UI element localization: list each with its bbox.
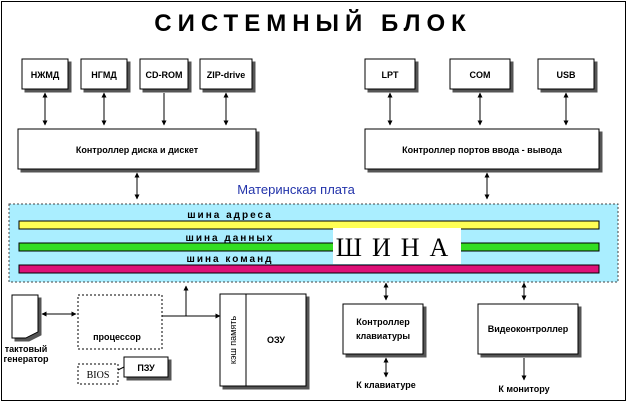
link-bios-rom: [117, 366, 125, 371]
bios-box: [77, 363, 119, 385]
disk-controller-label: Контроллер диска и дискет: [76, 145, 199, 155]
device-label-cdrom: CD-ROM: [146, 70, 183, 80]
command-bus-line: [18, 264, 600, 274]
address-bus-line: [18, 220, 600, 230]
bus-big-label-bg: [333, 228, 461, 264]
port-box-com: COM: [449, 58, 511, 90]
device-box-fdd: НГМД: [80, 58, 128, 90]
device-box-zip: ZIP-drive: [199, 58, 253, 90]
video-controller-box: Видеоконтроллер: [477, 303, 579, 355]
ram-block: [219, 293, 307, 387]
data-bus-line: [18, 242, 600, 252]
processor-label: процессор: [93, 332, 141, 342]
disk-controller-box: Контроллер диска и дискет: [17, 128, 257, 170]
port-label-usb: USB: [556, 70, 576, 80]
port-box-lpt: LPT: [364, 58, 416, 90]
port-label-lpt: LPT: [382, 70, 400, 80]
motherboard-label: Материнская плата: [237, 182, 355, 197]
to-monitor-label: К монитору: [498, 384, 549, 394]
processor-box: [77, 294, 163, 350]
command-bus-label: шина команд: [187, 254, 274, 265]
keyboard-controller-label-1: Контроллер: [356, 317, 410, 327]
ram-label: ОЗУ: [267, 335, 285, 345]
rom-label: ПЗУ: [137, 363, 155, 373]
keyboard-controller-label-2: клавиатуры: [356, 331, 410, 341]
diagram-title: СИСТЕМНЫЙ БЛОК: [154, 9, 472, 37]
data-bus-label: шина данных: [186, 233, 275, 244]
bus-big-label: ШИНА: [336, 233, 459, 262]
device-label-hdd: НЖМД: [31, 70, 60, 80]
cache-label: кэш память: [228, 316, 238, 364]
device-label-zip: ZIP-drive: [207, 70, 246, 80]
address-bus-label: шина адреса: [187, 210, 273, 221]
device-box-cdrom: CD-ROM: [139, 58, 189, 90]
port-label-com: COM: [470, 70, 491, 80]
port-controller-label: Контроллер портов ввода - вывода: [402, 145, 563, 155]
device-box-hdd: НЖМД: [21, 58, 69, 90]
video-controller-label: Видеоконтроллер: [488, 324, 569, 334]
clock-generator-label-2: генератор: [4, 354, 49, 364]
to-keyboard-label: К клавиатуре: [356, 380, 415, 390]
clock-generator-shape: [11, 294, 39, 339]
bios-label: BIOS: [87, 370, 110, 381]
device-label-fdd: НГМД: [91, 70, 117, 80]
keyboard-controller-box: Контроллер клавиатуры: [342, 303, 424, 355]
clock-generator-label-1: тактовый: [5, 344, 47, 354]
port-controller-box: Контроллер портов ввода - вывода: [364, 128, 600, 170]
port-box-usb: USB: [537, 58, 595, 90]
